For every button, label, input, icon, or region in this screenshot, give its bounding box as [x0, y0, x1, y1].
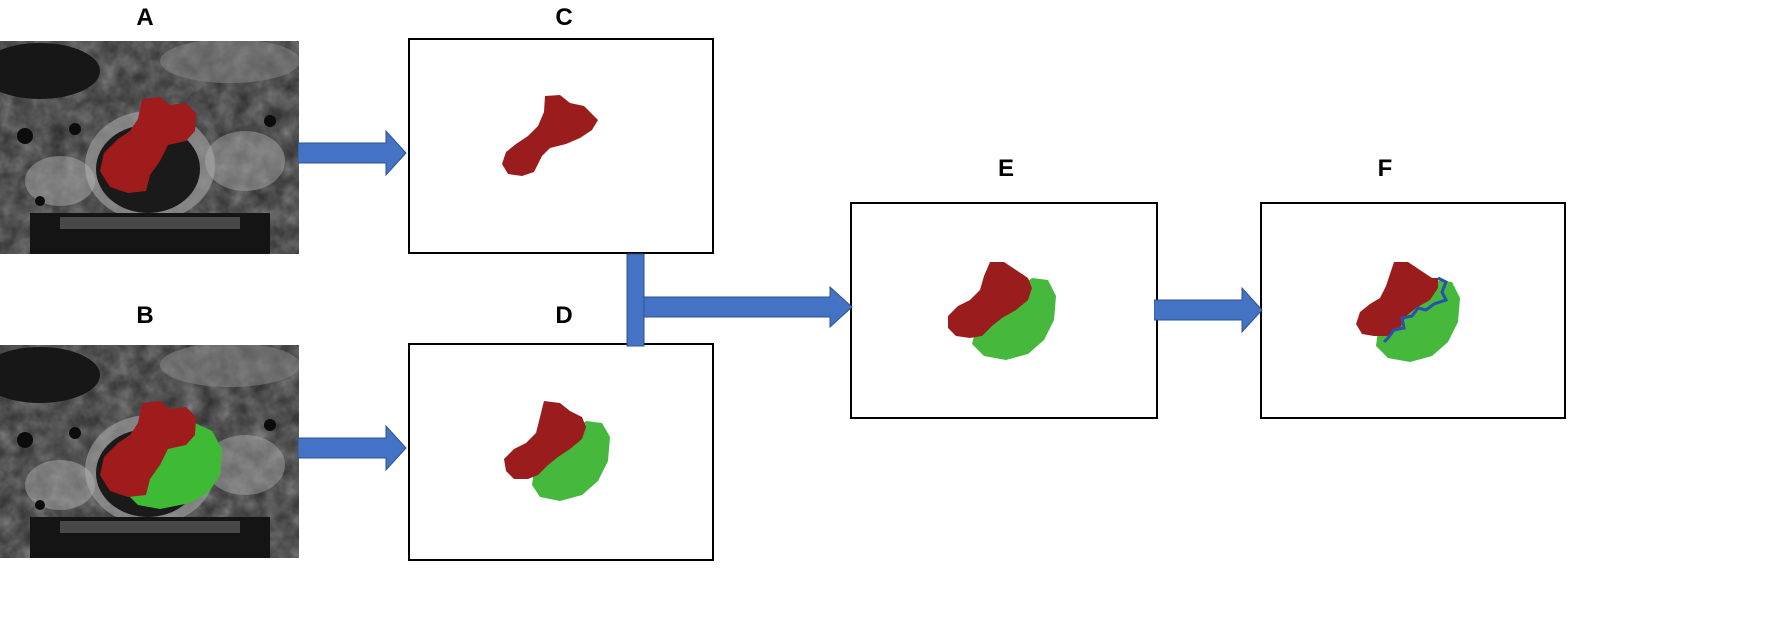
arrow-e-to-f	[1154, 286, 1263, 334]
arrow-a-to-c	[298, 129, 407, 177]
label-c: C	[555, 4, 573, 31]
panel-e-combined-mask	[850, 202, 1158, 419]
label-f: F	[1377, 155, 1393, 182]
panel-c-red-mask	[408, 38, 714, 254]
label-d: D	[555, 302, 573, 329]
label-b: B	[136, 302, 154, 329]
merge-arrow-cd-to-e	[626, 253, 853, 347]
mri-image-a	[0, 41, 299, 254]
arrow-b-to-d	[298, 424, 407, 472]
panel-f-boundary-mask	[1260, 202, 1566, 419]
panel-d-red-green-mask	[408, 343, 714, 561]
label-e: E	[997, 155, 1014, 182]
label-a: A	[136, 4, 154, 31]
mri-image-b	[0, 345, 299, 558]
